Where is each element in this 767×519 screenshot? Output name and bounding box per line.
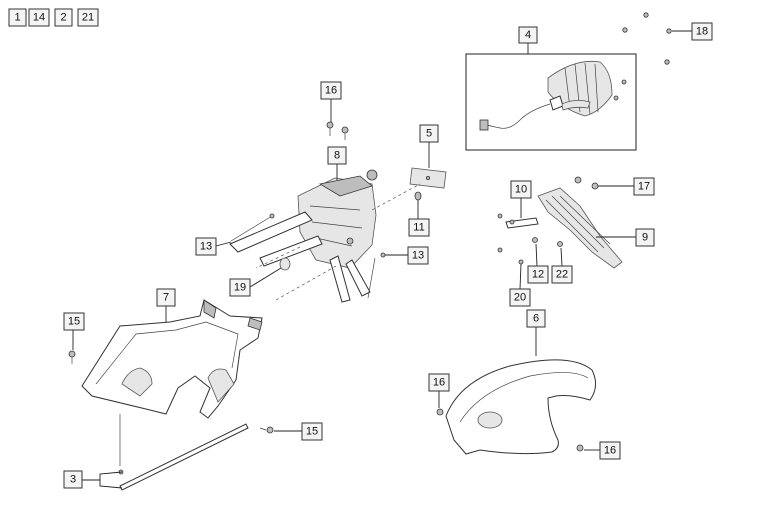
part-11-grommet	[414, 191, 422, 201]
part-15-bolts	[68, 350, 274, 434]
svg-text:9: 9	[642, 232, 648, 244]
svg-text:17: 17	[638, 181, 650, 193]
svg-text:21: 21	[82, 12, 94, 24]
svg-text:8: 8	[334, 150, 340, 162]
callout-8[interactable]: 8	[327, 146, 347, 180]
svg-text:13: 13	[200, 241, 212, 253]
callout-9[interactable]: 9	[596, 228, 655, 247]
part-3-strap	[118, 414, 249, 491]
callout-16-top[interactable]: 16	[320, 81, 342, 122]
callout-3[interactable]: 3	[63, 470, 123, 489]
svg-text:13: 13	[412, 250, 424, 262]
header-tag-2[interactable]: 2	[54, 8, 73, 27]
callout-7[interactable]: 7	[156, 288, 176, 322]
callout-18[interactable]: 18	[672, 22, 713, 41]
svg-text:5: 5	[426, 128, 432, 140]
callout-15-bottom[interactable]: 15	[274, 422, 323, 441]
svg-text:7: 7	[163, 292, 169, 304]
part-7-undertray	[81, 299, 263, 419]
svg-text:18: 18	[696, 26, 708, 38]
callout-10[interactable]: 10	[510, 180, 532, 218]
part-8-bracket	[229, 169, 421, 303]
svg-text:16: 16	[604, 445, 616, 457]
part-10-stay	[497, 213, 539, 229]
callout-16-fender-left[interactable]: 16	[428, 373, 450, 408]
svg-text:22: 22	[556, 269, 568, 281]
callout-11[interactable]: 11	[408, 200, 430, 237]
part-19-bushing	[279, 257, 291, 271]
part-12-clip	[532, 237, 538, 243]
callout-19[interactable]: 19	[229, 267, 282, 297]
svg-text:14: 14	[33, 12, 45, 24]
header-tag-1[interactable]: 1	[8, 8, 27, 27]
svg-text:12: 12	[532, 269, 544, 281]
part-20-washer	[497, 247, 524, 265]
svg-text:16: 16	[433, 377, 445, 389]
svg-text:6: 6	[533, 313, 539, 325]
part-13-bolts	[230, 213, 386, 299]
part-4-lamp-assembly	[465, 53, 637, 151]
svg-text:2: 2	[60, 12, 66, 24]
header-tag-14[interactable]: 14	[28, 8, 50, 27]
part-18-screws	[622, 12, 672, 65]
header-tag-21[interactable]: 21	[77, 8, 99, 27]
svg-text:16: 16	[325, 85, 337, 97]
svg-text:10: 10	[515, 184, 527, 196]
svg-text:11: 11	[413, 222, 424, 234]
svg-text:19: 19	[234, 282, 246, 294]
callout-13-left[interactable]: 13	[195, 237, 232, 256]
svg-text:20: 20	[514, 292, 526, 304]
callout-6[interactable]: 6	[526, 309, 546, 356]
svg-text:3: 3	[70, 474, 76, 486]
part-9-tail-cover	[537, 176, 623, 269]
callout-12[interactable]: 12	[527, 243, 549, 284]
callout-15-left[interactable]: 15	[63, 312, 85, 350]
callout-13-right[interactable]: 13	[385, 246, 429, 265]
part-22-nut	[557, 241, 563, 247]
callout-17[interactable]: 17	[598, 177, 655, 196]
svg-text:15: 15	[306, 426, 318, 438]
callout-5[interactable]: 5	[419, 124, 439, 168]
callout-4[interactable]: 4	[518, 26, 538, 54]
svg-text:4: 4	[525, 29, 531, 41]
part-16-bolt-top	[326, 121, 349, 140]
callout-22[interactable]: 22	[551, 247, 573, 284]
svg-text:1: 1	[14, 12, 20, 24]
callout-16-fender-right[interactable]: 16	[584, 441, 621, 460]
part-5-plate	[409, 167, 447, 189]
callout-20[interactable]: 20	[509, 263, 531, 307]
svg-text:15: 15	[68, 316, 80, 328]
part-6-fender	[436, 359, 596, 455]
